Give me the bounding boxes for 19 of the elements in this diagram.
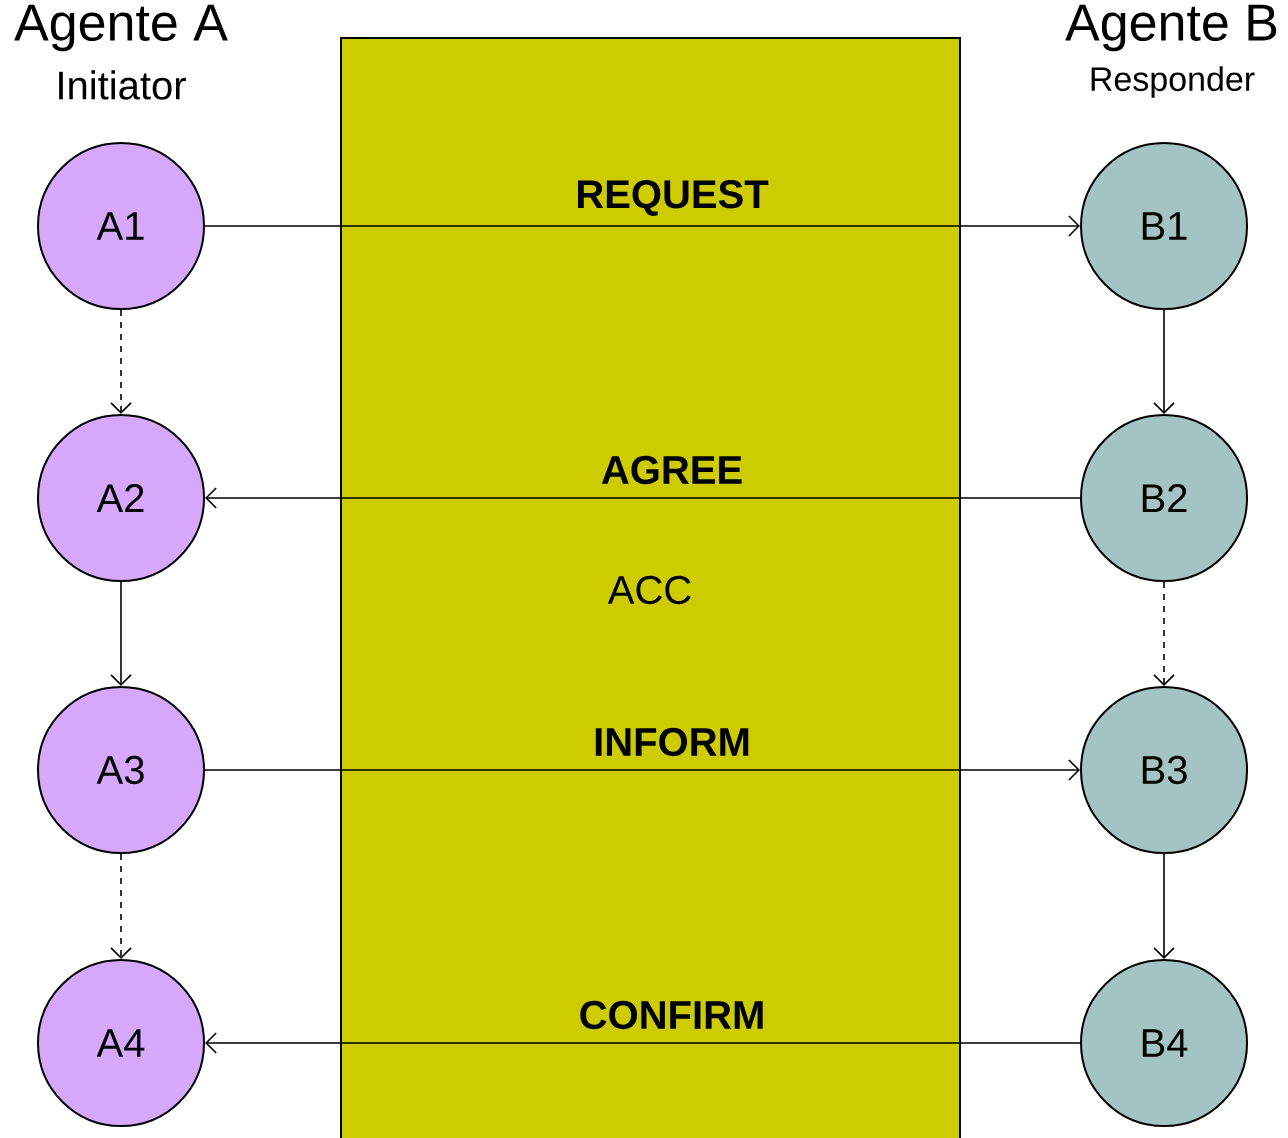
role-label: Responder [1091,66,1255,98]
message-label: AGREE [598,453,746,487]
message-label: INFORM [591,725,753,759]
arrow [205,487,1081,509]
arrow [1153,581,1175,686]
band-label: ACC [607,575,691,605]
role-label: Initiator [59,70,186,100]
arrow [204,759,1080,781]
message-label: REQUEST [573,178,771,218]
arrow [110,581,132,686]
arrow [204,215,1080,237]
agent-label: Agente B [1065,4,1277,52]
arrow [1153,309,1175,414]
arrow [110,309,132,414]
arrow [1153,853,1175,959]
agent-label: Agente A [14,4,228,52]
message-label: CONFIRM [576,998,768,1032]
arrow [205,1032,1081,1054]
arrow [110,853,132,959]
